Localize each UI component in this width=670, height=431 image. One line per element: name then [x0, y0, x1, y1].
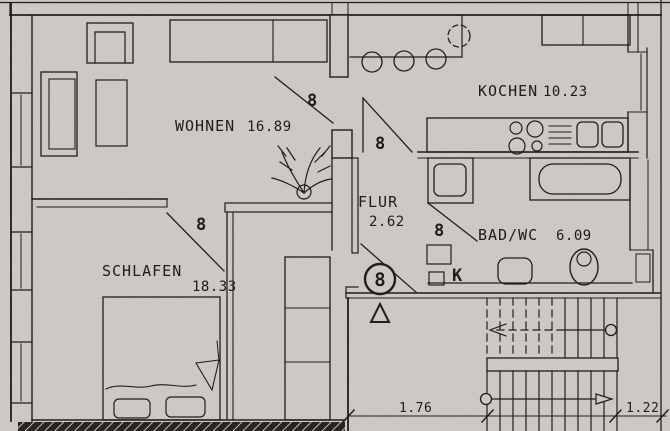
scan-noise-overlay — [0, 0, 670, 431]
floor-plan-scan: 8 8 8 8 WOHNEN 16.89 — [0, 0, 670, 431]
floor-plan-drawing: 8 8 8 8 WOHNEN 16.89 — [0, 0, 670, 431]
